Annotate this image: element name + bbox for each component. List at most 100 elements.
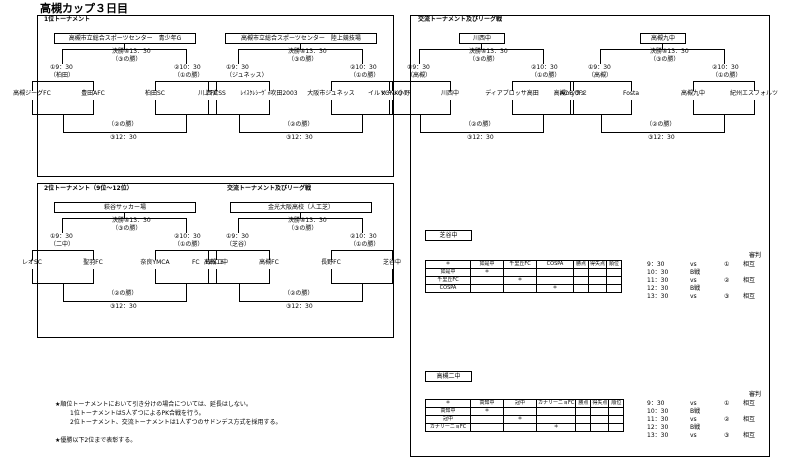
bracket-line	[238, 218, 363, 219]
bracket-line	[93, 250, 94, 260]
league-cell	[536, 276, 574, 285]
schedule-time: 11：30	[647, 416, 669, 423]
bracket-line	[392, 269, 393, 283]
bracket-line	[216, 81, 217, 91]
bracket-line	[481, 43, 482, 49]
bracket-line	[93, 100, 94, 114]
final-sub: （③の勝）	[288, 56, 318, 63]
semi2-time: ②10：30	[712, 64, 739, 71]
league-header-cell: 如是中	[470, 260, 504, 269]
league-cell: 如是中	[425, 268, 471, 277]
bracket-line	[450, 100, 451, 114]
referee-header: 審判	[749, 252, 762, 259]
bracket-line	[32, 81, 33, 91]
league-cell	[575, 415, 592, 424]
referee-header: 審判	[749, 391, 762, 398]
league-cell	[573, 276, 589, 285]
semi2-field: （①の勝）	[174, 72, 204, 79]
team-name: 高槻九中	[680, 90, 706, 97]
bracket-line	[32, 269, 33, 283]
team-name: 高槻二中	[203, 259, 229, 266]
bracket-line	[155, 250, 217, 251]
semi1-field: （芝谷）	[226, 241, 251, 248]
bracket-line	[269, 250, 270, 260]
bracket-line	[238, 49, 239, 64]
note-3: 2位トーナメント、交流トーナメントは1人ずつのサドンデス方式を採用する。	[70, 419, 282, 426]
league-cell: ＊	[503, 276, 537, 285]
third-match: （②の勝）	[284, 290, 314, 297]
team-name: 高槻ジーグFC	[13, 90, 51, 97]
heading-second-place: 2位トーナメント（9位〜12位）	[44, 185, 133, 192]
bracket-line	[186, 218, 187, 233]
bracket-line	[32, 100, 33, 114]
bracket-line	[300, 43, 301, 49]
league-cell	[606, 284, 623, 293]
bracket-line	[185, 114, 187, 132]
semi2-time: ②10：30	[350, 64, 377, 71]
bracket-line	[216, 100, 217, 114]
league-cell	[536, 268, 574, 277]
semi1-field: （ジュネッス）	[226, 72, 268, 79]
bracket-line	[419, 49, 544, 50]
league-cell: ＊	[470, 407, 504, 416]
semi2-field: （①の勝）	[350, 72, 380, 79]
schedule-time: 10：30	[647, 269, 669, 276]
bracket-line	[754, 100, 755, 114]
league-cell	[608, 415, 625, 424]
bracket-line	[600, 132, 725, 133]
note-4: ★優勝以下2位まで表彰する。	[55, 437, 137, 444]
bracket-line	[208, 250, 270, 251]
heading-exchange: 交流トーナメント及びリーグ戦	[418, 16, 503, 23]
bracket-line	[269, 100, 270, 114]
bracket-line	[32, 250, 94, 251]
venue-label: 萩谷サッカー場	[54, 202, 196, 213]
schedule-time: 13：30	[647, 432, 669, 439]
bracket-line	[331, 250, 332, 260]
bracket-line	[693, 100, 694, 114]
league-cell: ＊	[503, 415, 537, 424]
bracket-line	[361, 283, 363, 301]
note-2: 1位トーナメントは5人ずつによるPK合戦を行う。	[70, 410, 205, 417]
semi2-field: （①の勝）	[350, 241, 380, 248]
league-cell	[606, 276, 623, 285]
bracket-line	[723, 114, 725, 132]
bracket-line	[512, 81, 574, 82]
bracket-line	[662, 43, 663, 49]
venue-label: 川西中	[459, 33, 505, 44]
bracket-line	[208, 81, 270, 82]
schedule-ref: 相互	[743, 416, 756, 423]
league-cell	[575, 423, 592, 432]
final-label: 決勝④13：30	[469, 48, 508, 55]
bracket-line	[570, 81, 571, 91]
bracket-line	[693, 81, 694, 91]
semi1-field: （高槻）	[588, 72, 613, 79]
schedule-time: 10：30	[647, 408, 669, 415]
bracket-line	[389, 81, 390, 91]
semi2-field: （①の勝）	[712, 72, 742, 79]
final-sub: （③の勝）	[112, 56, 142, 63]
semi2-time: ②10：30	[174, 64, 201, 71]
bracket-line	[62, 49, 63, 64]
team-name: FC LESTE	[191, 259, 225, 266]
bracket-line	[389, 100, 390, 114]
bracket-line	[392, 81, 393, 91]
final-sub: （③の勝）	[112, 225, 142, 232]
schedule-num: ②	[724, 277, 730, 284]
league-header-cell: 勝点	[573, 260, 589, 269]
schedule-time: 9：30	[647, 261, 665, 268]
league-header-cell: 冠中	[503, 399, 537, 408]
bracket-line	[208, 269, 209, 283]
semi2-time: ②10：30	[174, 233, 201, 240]
league-cell	[470, 276, 504, 285]
schedule-num: ③	[724, 432, 730, 439]
league-cell	[590, 415, 610, 424]
semi2-field: （①の勝）	[531, 72, 561, 79]
venue-label: 高槻市立総合スポーツセンター 陸上競技場	[225, 33, 377, 44]
team-name: 芝谷中	[382, 259, 402, 266]
semi1-time: ①9：30	[50, 64, 73, 71]
bracket-line	[124, 43, 125, 49]
section-first-place	[37, 15, 394, 177]
third-match: （②の勝）	[284, 121, 314, 128]
bracket-line	[238, 132, 363, 133]
bracket-line	[238, 283, 240, 301]
